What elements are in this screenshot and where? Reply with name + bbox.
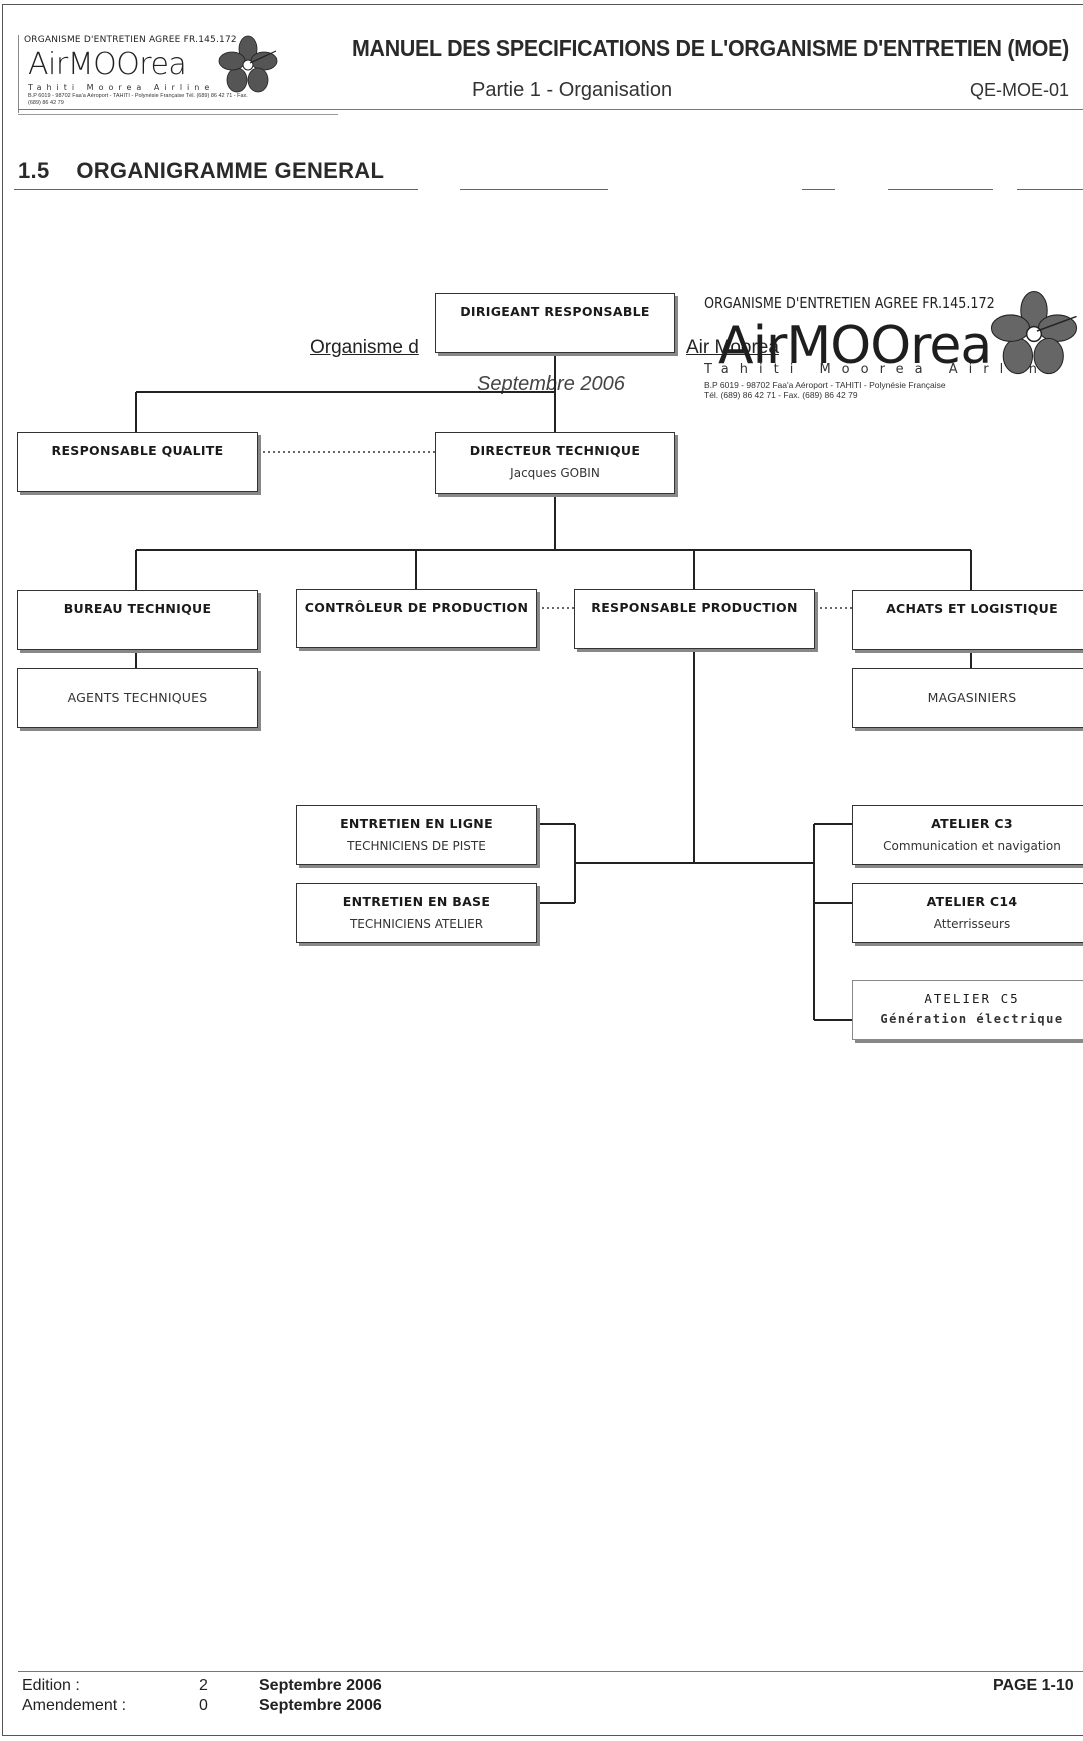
footer-edition-label: Edition : <box>22 1677 80 1694</box>
watermark-logo-agree: ORGANISME D'ENTRETIEN AGREE FR.145.172 <box>704 294 995 312</box>
section-rule-segment <box>1017 189 1083 190</box>
section-rule-segment <box>802 189 835 190</box>
document-title: MANUEL DES SPECIFICATIONS DE L'ORGANISME… <box>352 35 1069 61</box>
watermark-logo-brand: AirMOOrea <box>718 316 992 376</box>
org-box-responsable-qualite: RESPONSABLE QUALITE <box>17 432 258 492</box>
org-box-title: ATELIER C14 <box>926 894 1018 909</box>
section-rule-segment <box>888 189 993 190</box>
org-box-dirigeant-responsable: DIRIGEANT RESPONSABLE <box>435 293 675 353</box>
section-title: 1.5 ORGANIGRAMME GENERAL <box>18 158 384 184</box>
header-rule-secondary <box>18 114 338 115</box>
org-box-title: DIRIGEANT RESPONSABLE <box>460 304 650 319</box>
org-box-bureau-technique: BUREAU TECHNIQUE <box>17 590 258 650</box>
org-box-entretien-base: ENTRETIEN EN BASE TECHNICIENS ATELIER <box>296 883 537 943</box>
org-box-controleur-production: CONTRÔLEUR DE PRODUCTION <box>296 589 537 648</box>
org-box-subtitle: TECHNICIENS DE PISTE <box>347 839 486 853</box>
footer-amendement-date: Septembre 2006 <box>259 1697 382 1714</box>
org-box-subtitle: Atterrisseurs <box>933 917 1011 931</box>
section-heading: ORGANIGRAMME GENERAL <box>76 158 385 183</box>
org-box-title: ATELIER C3 <box>931 816 1013 831</box>
org-box-title: MAGASINIERS <box>927 690 1017 705</box>
watermark-text-right: Air Moorea <box>686 337 779 358</box>
org-box-atelier-c3: ATELIER C3 Communication et navigation <box>852 805 1083 865</box>
footer-edition-value: 2 <box>199 1677 208 1694</box>
org-box-atelier-c5: ATELIER C5 Génération électrique <box>852 980 1083 1040</box>
watermark-address-line1: B.P 6019 - 98702 Faa'a Aéroport - TAHITI… <box>704 380 946 390</box>
header-rule <box>18 109 1083 110</box>
watermark-date: Septembre 2006 <box>477 373 625 395</box>
header-logo-agree: ORGANISME D'ENTRETIEN AGREE FR.145.172 <box>24 35 237 45</box>
org-box-title: ATELIER C5 <box>924 991 1020 1006</box>
section-number: 1.5 <box>18 158 50 183</box>
watermark-logo-address: B.P 6019 - 98702 Faa'a Aéroport - TAHITI… <box>704 380 946 400</box>
watermark-logo-subtitle: Tahiti Moorea Airline <box>704 362 1068 377</box>
footer-amendement-value: 0 <box>199 1697 208 1714</box>
org-box-title: CONTRÔLEUR DE PRODUCTION <box>304 600 529 615</box>
section-underline <box>14 189 418 190</box>
org-box-magasiniers: MAGASINIERS <box>852 668 1083 728</box>
page-border <box>2 4 1083 1736</box>
header-logo-subtitle: Tahiti Moorea Airline <box>28 83 215 92</box>
document-part: Partie 1 - Organisation <box>472 79 673 101</box>
org-box-subtitle: TECHNICIENS ATELIER <box>349 917 484 931</box>
document-reference: QE-MOE-01 <box>970 80 1070 100</box>
org-box-title: AGENTS TECHNIQUES <box>67 690 208 705</box>
org-box-title: ACHATS ET LOGISTIQUE <box>886 601 1058 616</box>
org-box-title: ENTRETIEN EN LIGNE <box>340 816 493 831</box>
watermark-logo: ORGANISME D'ENTRETIEN AGREE FR.145.172 A… <box>700 290 1083 405</box>
footer-amendement-label: Amendement : <box>22 1697 127 1714</box>
org-box-achats-logistique: ACHATS ET LOGISTIQUE <box>852 590 1083 650</box>
header-logo: ORGANISME D'ENTRETIEN AGREE FR.145.172 A… <box>18 35 278 115</box>
org-box-person-name: Jacques GOBIN <box>510 466 600 480</box>
footer-page-number: PAGE 1-10 <box>993 1677 1074 1694</box>
org-box-entretien-ligne: ENTRETIEN EN LIGNE TECHNICIENS DE PISTE <box>296 805 537 865</box>
watermark-address-line2: Tél. (689) 86 42 71 - Fax. (689) 86 42 7… <box>704 390 858 400</box>
footer-rule <box>18 1671 1083 1672</box>
footer-edition-date: Septembre 2006 <box>259 1677 382 1694</box>
header-divider <box>18 35 19 113</box>
org-box-agents-techniques: AGENTS TECHNIQUES <box>17 668 258 728</box>
org-box-atelier-c14: ATELIER C14 Atterrisseurs <box>852 883 1083 943</box>
header-logo-brand: AirMOOrea <box>28 47 187 82</box>
header-logo-address: B.P 6019 - 98702 Faa'a Aéroport - TAHITI… <box>28 93 248 106</box>
org-box-title: BUREAU TECHNIQUE <box>63 601 212 616</box>
org-box-subtitle: Communication et navigation <box>883 839 1061 853</box>
org-box-subtitle: Génération électrique <box>880 1012 1064 1026</box>
org-box-title: ENTRETIEN EN BASE <box>342 894 491 909</box>
watermark-text-left: Organisme d <box>310 337 419 358</box>
hibiscus-flower-icon <box>990 290 1078 375</box>
org-box-title: DIRECTEUR TECHNIQUE <box>469 443 641 458</box>
org-box-title: RESPONSABLE PRODUCTION <box>591 600 798 615</box>
hibiscus-flower-icon <box>218 35 278 93</box>
section-rule-segment <box>460 189 608 190</box>
org-box-responsable-production: RESPONSABLE PRODUCTION <box>574 589 815 649</box>
org-box-directeur-technique: DIRECTEUR TECHNIQUE Jacques GOBIN <box>435 432 675 494</box>
org-box-title: RESPONSABLE QUALITE <box>51 443 224 458</box>
